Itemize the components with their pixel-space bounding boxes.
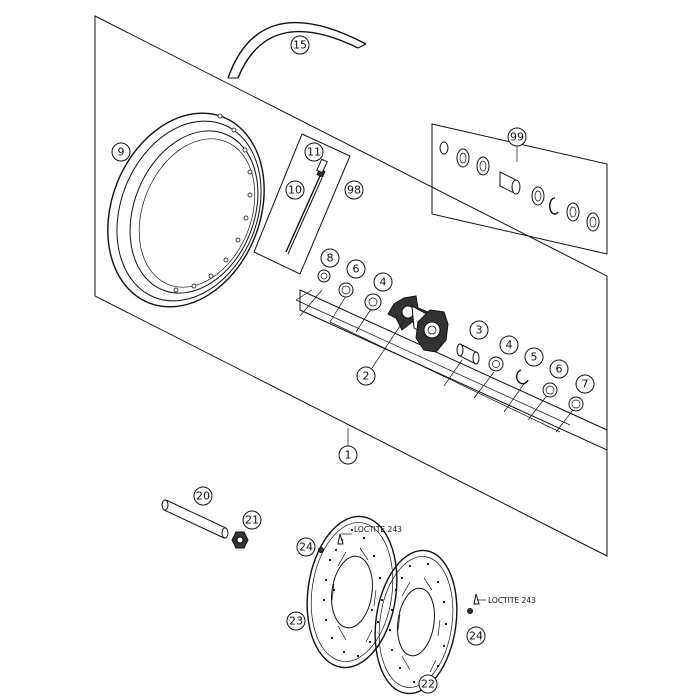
svg-text:98: 98 bbox=[347, 184, 361, 197]
svg-text:15: 15 bbox=[293, 39, 307, 52]
svg-text:22: 22 bbox=[421, 678, 435, 691]
rim-part bbox=[107, 112, 265, 308]
callout-8: 8 bbox=[320, 248, 340, 268]
callout-7: 7 bbox=[575, 374, 595, 394]
callout-99: 99 bbox=[507, 127, 527, 147]
bearing-kit-box bbox=[431, 123, 608, 255]
svg-text:1: 1 bbox=[345, 449, 352, 462]
svg-text:10: 10 bbox=[288, 184, 302, 197]
seal-part-6b bbox=[542, 382, 558, 398]
svg-text:6: 6 bbox=[556, 363, 563, 376]
callout-20: 20 bbox=[193, 486, 213, 506]
callout-23: 23 bbox=[286, 611, 306, 631]
svg-text:4: 4 bbox=[380, 276, 387, 289]
svg-text:2: 2 bbox=[363, 370, 370, 383]
callout-22: 22 bbox=[418, 674, 438, 694]
axle-nut-part bbox=[231, 531, 249, 549]
callout-98: 98 bbox=[344, 180, 364, 200]
rim-band-part bbox=[227, 21, 367, 79]
disc-screw-part-b bbox=[467, 593, 486, 614]
spoke-kit-box bbox=[253, 133, 351, 275]
hub-box-top bbox=[299, 289, 608, 451]
distance-sleeve-part bbox=[456, 343, 480, 365]
callout-1: 1 bbox=[338, 445, 358, 465]
bearing-kit-parts bbox=[439, 141, 600, 232]
spacer-part-8 bbox=[317, 269, 331, 283]
svg-text:24: 24 bbox=[469, 630, 483, 643]
spacer-part-7 bbox=[568, 396, 584, 412]
callout-4a: 4 bbox=[373, 272, 393, 292]
svg-text:99: 99 bbox=[510, 131, 524, 144]
brake-disc-part-22 bbox=[374, 549, 458, 695]
hub-leader-lines bbox=[295, 289, 577, 433]
bearing-part-4a bbox=[364, 293, 382, 311]
spoke-nipple-part bbox=[316, 158, 328, 174]
loctite-note-top: LOCTITE 243 bbox=[354, 525, 402, 534]
svg-text:4: 4 bbox=[506, 339, 513, 352]
axle-part bbox=[161, 499, 229, 539]
svg-text:20: 20 bbox=[196, 490, 210, 503]
callout-10: 10 bbox=[285, 180, 305, 200]
callout-24a: 24 bbox=[296, 537, 316, 557]
hub-part bbox=[387, 295, 449, 353]
loctite-note-right: LOCTITE 243 bbox=[488, 596, 536, 605]
svg-text:5: 5 bbox=[531, 351, 538, 364]
svg-text:21: 21 bbox=[245, 514, 259, 527]
svg-text:11: 11 bbox=[307, 146, 321, 159]
callout-5: 5 bbox=[524, 347, 544, 367]
svg-text:6: 6 bbox=[353, 263, 360, 276]
svg-text:24: 24 bbox=[299, 541, 313, 554]
svg-text:23: 23 bbox=[289, 615, 303, 628]
callout-9: 9 bbox=[111, 142, 131, 162]
callout-15: 15 bbox=[290, 35, 310, 55]
circlip-part-5 bbox=[516, 369, 529, 385]
callout-4b: 4 bbox=[499, 335, 519, 355]
svg-text:9: 9 bbox=[118, 146, 125, 159]
callout-11: 11 bbox=[304, 142, 324, 162]
callout-21: 21 bbox=[242, 510, 262, 530]
bearing-part-4b bbox=[488, 356, 504, 372]
brake-disc-part-23 bbox=[306, 515, 398, 669]
assembly-frame bbox=[94, 15, 608, 557]
svg-text:3: 3 bbox=[476, 324, 483, 337]
callout-6b: 6 bbox=[549, 359, 569, 379]
callout-2: 2 bbox=[356, 366, 376, 386]
disc-screw-part-a bbox=[318, 533, 352, 553]
seal-part-6a bbox=[338, 282, 354, 298]
callout-3: 3 bbox=[469, 320, 489, 340]
svg-text:7: 7 bbox=[582, 378, 589, 391]
callout-24b: 24 bbox=[466, 626, 486, 646]
leader-line-2 bbox=[371, 319, 405, 369]
callout-6a: 6 bbox=[346, 259, 366, 279]
svg-text:8: 8 bbox=[327, 252, 334, 265]
